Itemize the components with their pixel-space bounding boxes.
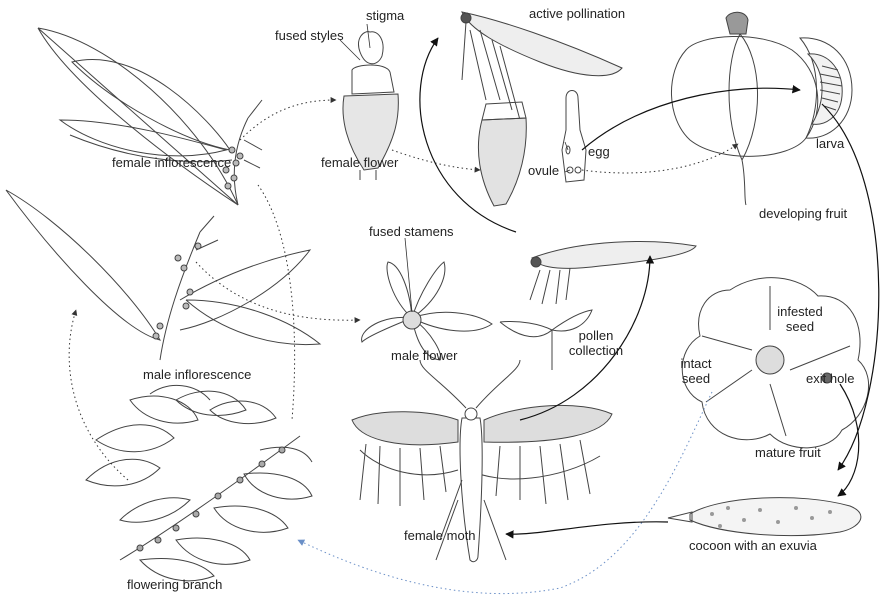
label-female-flower: female flower	[321, 156, 398, 169]
label-egg: egg	[588, 145, 610, 158]
male-flower-drawing	[362, 262, 492, 360]
female-moth-drawing	[352, 360, 612, 562]
label-larva: larva	[816, 137, 844, 150]
female-inflorescence-drawing	[38, 28, 262, 205]
label-mature-fruit: mature fruit	[755, 446, 821, 459]
flowering-branch-drawing	[86, 385, 312, 580]
label-ovule: ovule	[528, 164, 559, 177]
label-stigma: stigma	[366, 9, 404, 22]
label-male-inflorescence: male inflorescence	[143, 368, 251, 381]
developing-fruit-drawing	[671, 12, 852, 205]
label-active-pollination: active pollination	[529, 7, 625, 20]
label-flowering-branch: flowering branch	[127, 578, 222, 591]
label-male-flower: male flower	[391, 349, 457, 362]
label-infested-seed: infested seed	[770, 304, 830, 334]
ovule-drawing	[562, 91, 586, 183]
label-intact-seed: intact seed	[671, 356, 721, 386]
label-female-moth: female moth	[404, 529, 476, 542]
label-exit-hole: exit hole	[806, 372, 854, 385]
male-inflorescence-drawing	[6, 190, 320, 360]
label-fused-stamens: fused stamens	[369, 225, 454, 238]
label-fused-styles: fused styles	[275, 29, 344, 42]
cocoon-drawing	[668, 498, 861, 536]
label-pollen-collection: pollen collection	[556, 328, 636, 358]
label-female-inflorescence: female inflorescence	[112, 156, 231, 169]
label-developing-fruit: developing fruit	[759, 207, 847, 220]
label-cocoon: cocoon with an exuvia	[689, 539, 817, 552]
